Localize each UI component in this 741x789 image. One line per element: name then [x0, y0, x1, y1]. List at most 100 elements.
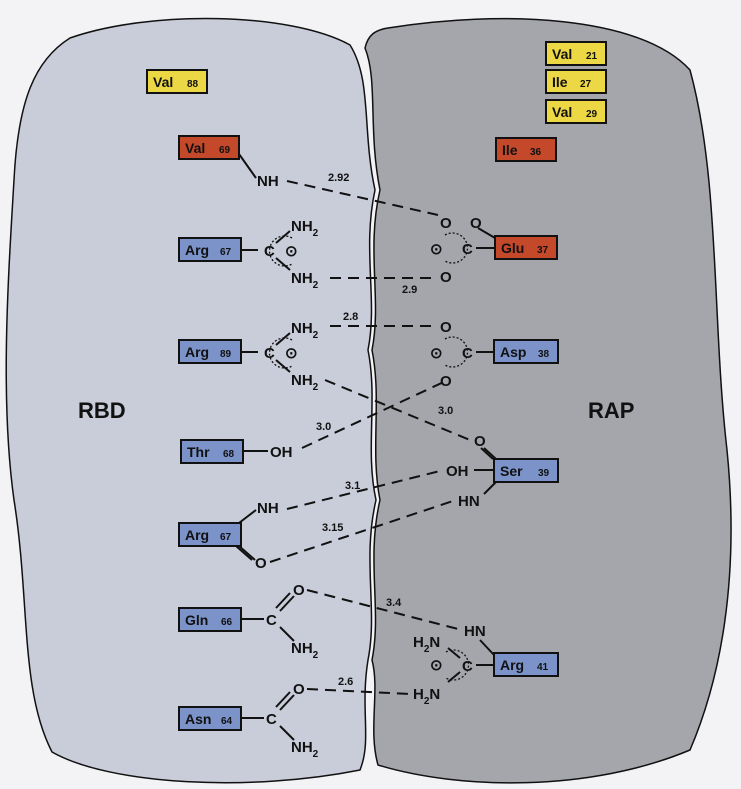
svg-text:O: O: [255, 555, 267, 572]
svg-text:⊙: ⊙: [285, 345, 298, 362]
svg-text:67: 67: [220, 247, 232, 258]
residue-val29: Val 29: [545, 99, 607, 124]
svg-text:36: 36: [530, 147, 542, 158]
svg-text:⊙: ⊙: [430, 241, 443, 258]
svg-text:Asp: Asp: [500, 344, 526, 360]
svg-text:Ile: Ile: [502, 142, 518, 158]
svg-text:NH2: NH2: [291, 218, 319, 239]
svg-text:H2N: H2N: [413, 634, 440, 655]
svg-text:3.15: 3.15: [322, 522, 343, 534]
svg-text:C: C: [266, 711, 277, 728]
hydrogen-bonds: [269, 180, 471, 695]
svg-text:⊙: ⊙: [430, 657, 443, 674]
charge-rings: [268, 232, 470, 681]
residue-arg67-b: Arg 67: [178, 522, 242, 547]
svg-text:Val: Val: [552, 46, 572, 62]
svg-text:NH2: NH2: [291, 270, 319, 291]
residue-ile36: Ile 36: [495, 137, 557, 162]
svg-text:Gln: Gln: [185, 612, 208, 628]
svg-text:37: 37: [537, 245, 549, 256]
residue-glu37: Glu 37: [494, 235, 558, 260]
svg-text:Arg: Arg: [500, 657, 524, 673]
rap-label: RAP: [588, 398, 634, 423]
residue-arg41: Arg 41: [493, 652, 559, 677]
svg-text:2.9: 2.9: [402, 284, 417, 296]
svg-text:Val: Val: [153, 74, 173, 90]
atom-labels: NH NH2 C ⊙ NH2 NH2 C ⊙ NH2 OH NH O O C N…: [255, 173, 486, 760]
svg-text:O: O: [440, 319, 452, 336]
svg-text:67: 67: [220, 532, 232, 543]
svg-text:NH2: NH2: [291, 372, 319, 393]
residue-arg67-a: Arg 67: [178, 237, 242, 262]
svg-text:66: 66: [221, 617, 233, 628]
svg-text:NH: NH: [257, 500, 279, 517]
svg-text:Arg: Arg: [185, 344, 209, 360]
svg-text:O: O: [440, 373, 452, 390]
residue-asn64: Asn 64: [178, 706, 242, 731]
svg-text:O: O: [470, 215, 482, 232]
svg-text:21: 21: [586, 51, 598, 62]
residue-asp38: Asp 38: [493, 339, 559, 364]
distance-labels: 2.92 2.9 2.8 3.0 3.0 3.1 3.15 3.4 2.6: [316, 172, 453, 688]
svg-text:27: 27: [580, 79, 592, 90]
svg-text:Ser: Ser: [500, 463, 523, 479]
svg-text:OH: OH: [270, 444, 293, 461]
svg-text:O: O: [440, 269, 452, 286]
svg-text:Ile: Ile: [552, 74, 568, 90]
residue-val21: Val 21: [545, 41, 607, 66]
svg-text:38: 38: [538, 349, 550, 360]
svg-text:Glu: Glu: [501, 240, 524, 256]
svg-text:Arg: Arg: [185, 242, 209, 258]
svg-text:3.0: 3.0: [316, 421, 331, 433]
svg-text:Thr: Thr: [187, 444, 210, 460]
svg-text:41: 41: [537, 662, 549, 673]
covalent-bonds: [235, 153, 497, 741]
svg-text:39: 39: [538, 468, 550, 479]
residue-val69: Val 69: [178, 135, 240, 160]
residue-thr68: Thr 68: [180, 439, 244, 464]
svg-text:O: O: [293, 582, 305, 599]
svg-text:2.8: 2.8: [343, 311, 358, 323]
svg-text:O: O: [474, 433, 486, 450]
residue-val88: Val 88: [146, 69, 208, 94]
svg-text:HN: HN: [458, 493, 480, 510]
svg-text:Asn: Asn: [185, 711, 211, 727]
svg-text:89: 89: [220, 349, 232, 360]
svg-text:C: C: [264, 345, 275, 362]
svg-text:64: 64: [221, 716, 233, 727]
residue-ile27: Ile 27: [545, 69, 607, 94]
svg-text:⊙: ⊙: [285, 243, 298, 260]
svg-text:NH2: NH2: [291, 640, 319, 661]
svg-text:Val: Val: [552, 104, 572, 120]
rbd-label: RBD: [78, 398, 126, 423]
svg-text:Arg: Arg: [185, 527, 209, 543]
svg-text:69: 69: [219, 145, 231, 156]
svg-text:C: C: [264, 243, 275, 260]
svg-text:C: C: [266, 612, 277, 629]
svg-text:3.0: 3.0: [438, 405, 453, 417]
residue-arg89: Arg 89: [178, 339, 242, 364]
svg-text:Val: Val: [185, 140, 205, 156]
svg-text:88: 88: [187, 79, 199, 90]
svg-text:68: 68: [223, 449, 235, 460]
svg-text:NH2: NH2: [291, 739, 319, 760]
svg-text:3.4: 3.4: [386, 597, 402, 609]
svg-text:O: O: [293, 681, 305, 698]
svg-text:⊙: ⊙: [430, 345, 443, 362]
svg-text:29: 29: [586, 109, 598, 120]
svg-text:C: C: [462, 345, 473, 362]
svg-text:NH: NH: [257, 173, 279, 190]
svg-text:H2N: H2N: [413, 686, 440, 707]
svg-text:C: C: [462, 658, 473, 675]
svg-text:NH2: NH2: [291, 320, 319, 341]
svg-text:HN: HN: [464, 623, 486, 640]
svg-text:3.1: 3.1: [345, 480, 360, 492]
residue-ser39: Ser 39: [493, 458, 559, 483]
svg-text:2.6: 2.6: [338, 676, 353, 688]
svg-text:OH: OH: [446, 463, 469, 480]
svg-text:2.92: 2.92: [328, 172, 349, 184]
svg-text:C: C: [462, 241, 473, 258]
rap-domain-shape: [364, 17, 732, 784]
rbd-domain-shape: [5, 17, 377, 784]
